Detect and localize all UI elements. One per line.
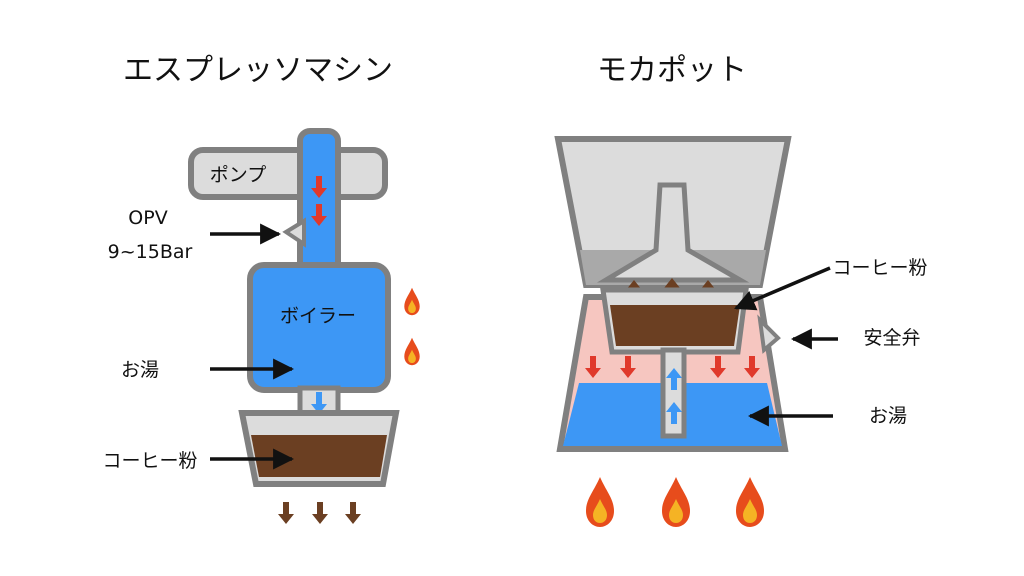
moka-diagram: モカポット コーヒー粉 安全弁 お湯 — [554, 53, 928, 527]
opv-pressure-label: 9~15Bar — [108, 241, 193, 263]
opv-label: OPV — [128, 207, 167, 229]
moka-title: モカポット — [597, 53, 747, 88]
espresso-coffee-label: コーヒー粉 — [102, 450, 197, 472]
safety-valve-label: 安全弁 — [863, 327, 920, 349]
flame-icon — [404, 287, 420, 316]
extraction-arrow — [312, 502, 328, 524]
moka-funnel-tube — [660, 347, 687, 439]
flame-icon — [586, 477, 614, 527]
boiler-label: ボイラー — [280, 305, 356, 327]
boiler — [247, 262, 391, 393]
flame-icon — [404, 337, 420, 366]
moka-coffee-pointer-arrow — [734, 266, 831, 311]
safety-valve — [757, 314, 781, 354]
moka-hot-water-label: お湯 — [869, 405, 907, 427]
extraction-arrow — [345, 502, 361, 524]
moka-center-spout — [596, 182, 750, 283]
espresso-coffee-grounds — [251, 435, 387, 477]
espresso-hot-water-label: お湯 — [121, 359, 159, 381]
pump-label: ポンプ — [210, 164, 266, 186]
espresso-diagram: エスプレッソマシン ポンプ OPV 9~15Bar ボイラー お湯 コーヒー粉 — [102, 53, 420, 524]
flame-icon — [662, 477, 690, 527]
opv-valve — [282, 217, 306, 248]
moka-coffee-label: コーヒー粉 — [832, 257, 927, 279]
espresso-title: エスプレッソマシン — [123, 53, 393, 88]
moka-coffee-grounds — [610, 305, 740, 346]
flame-icon — [736, 477, 764, 527]
extraction-arrow — [278, 502, 294, 524]
